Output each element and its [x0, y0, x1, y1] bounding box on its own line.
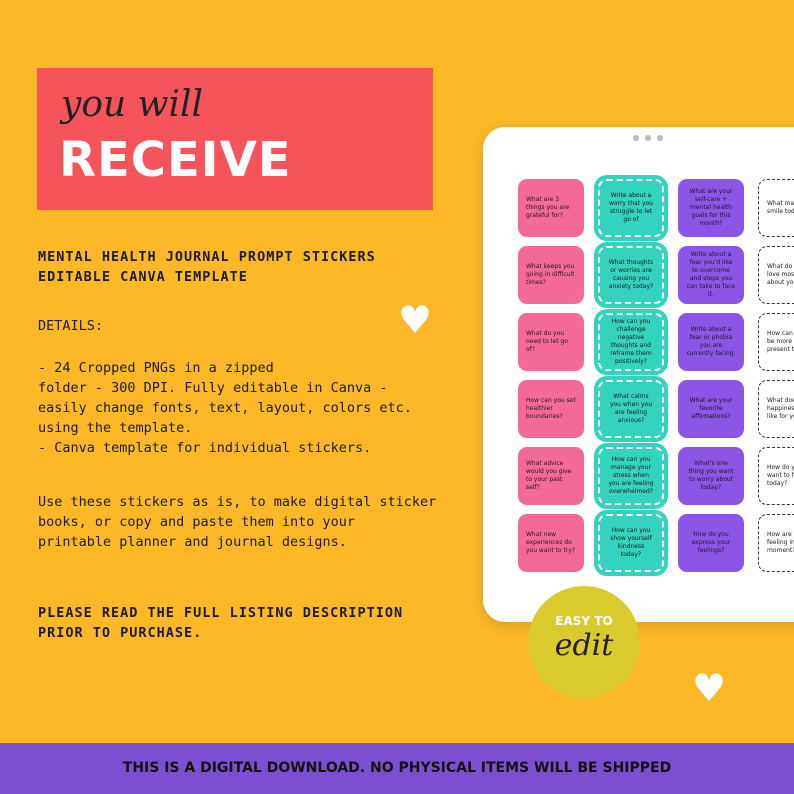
sticker-white: How are you feeling in this moment? [758, 514, 794, 572]
sticker-purple: Write about a fear you'd like to overcom… [678, 246, 744, 304]
sticker-pink: What advice would you give to your past … [518, 447, 584, 505]
footer-banner: THIS IS A DIGITAL DOWNLOAD. NO PHYSICAL … [0, 743, 794, 794]
sticker-pink: How can you set healthier boundaries? [518, 380, 584, 438]
sticker-white: What do you love most about yourself? [758, 246, 794, 304]
sticker-white: How can you be more present today? [758, 313, 794, 371]
heart-icon: ♥ [692, 666, 727, 710]
sticker-teal: How can you show yourself kindness today… [594, 510, 668, 576]
sticker-purple: What are your self-care + mental health … [678, 179, 744, 237]
sticker-teal: How can you manage your stress when you … [594, 443, 668, 509]
header-script-text: you will [61, 84, 203, 125]
heart-icon: ♥ [398, 298, 433, 342]
camera-dot [633, 135, 639, 141]
sticker-pink: What keeps you going in difficult times? [518, 246, 584, 304]
sticker-white: How do you want to feel today? [758, 447, 794, 505]
details-text: - 24 Cropped PNGs in a zipped folder - 3… [38, 360, 412, 456]
sticker-teal: What calms you when you are feeling anxi… [594, 376, 668, 442]
usage-text: Use these stickers as is, to make digita… [38, 494, 437, 550]
camera-dot [645, 135, 651, 141]
badge-bottom-text: edit [554, 628, 614, 663]
sticker-pink: What new experiences do you want to try? [518, 514, 584, 572]
sticker-purple: What are your favorite affirmations? [678, 380, 744, 438]
sticker-white: What made you smile today? [758, 179, 794, 237]
tablet-mockup: What are 3 things you are grateful for?W… [483, 127, 794, 622]
sticker-pink: What are 3 things you are grateful for? [518, 179, 584, 237]
sticker-purple: How do you express your feelings? [678, 514, 744, 572]
sticker-teal: Write about a worry that you struggle to… [594, 175, 668, 241]
sticker-pink: What do you need to let go of? [518, 313, 584, 371]
sticker-grid: What are 3 things you are grateful for?W… [518, 175, 794, 576]
sticker-white: What does happiness look like for you? [758, 380, 794, 438]
header-banner: you will RECEIVE [37, 68, 433, 210]
product-title: MENTAL HEALTH JOURNAL PROMPT STICKERS ED… [38, 249, 376, 285]
header-title: RECEIVE [59, 132, 292, 188]
sticker-teal: What thoughts or worries are causing you… [594, 242, 668, 308]
sticker-purple: Write about a fear or phobia you are cur… [678, 313, 744, 371]
sticker-teal: How can you challenge negative thoughts … [594, 309, 668, 375]
sticker-purple: What's one thing you want to worry about… [678, 447, 744, 505]
details-label: DETAILS: [38, 318, 104, 334]
notice-text: PLEASE READ THE FULL LISTING DESCRIPTION… [38, 605, 404, 641]
badge-top-text: EASY TO [555, 614, 613, 628]
easy-to-edit-badge: EASY TO edit [528, 586, 640, 698]
camera-dot [657, 135, 663, 141]
